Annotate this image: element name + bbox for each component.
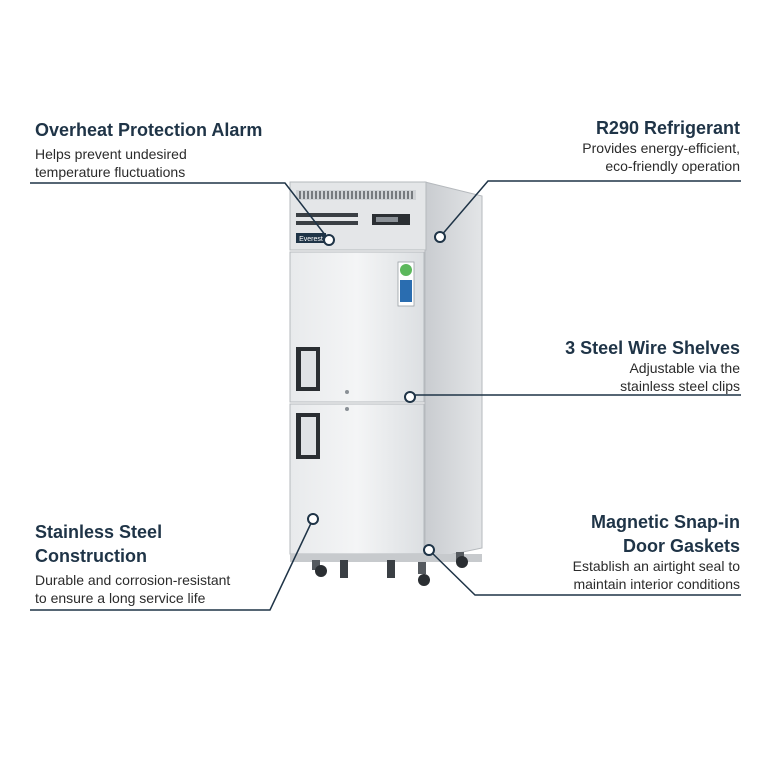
feature-desc-shelves: Adjustable via the stainless steel clips [620,359,740,395]
feature-desc-gaskets: Establish an airtight seal to maintain i… [573,557,740,593]
feature-desc-line: to ensure a long service life [35,590,206,606]
feature-title-line: Construction [35,546,147,566]
header-vent [296,190,416,225]
leader-lines [30,180,741,611]
feature-desc-line: stainless steel clips [620,378,740,394]
feature-desc-line: maintain interior conditions [573,576,740,592]
feature-desc-construction: Durable and corrosion-resistant to ensur… [35,571,230,607]
feature-title-construction: Stainless Steel Construction [35,520,162,568]
callout-dots [307,231,446,556]
fridge-base [290,554,482,562]
callout-dot-gaskets [423,544,435,556]
feature-desc-line: temperature fluctuations [35,164,186,180]
callout-dot-construction [307,513,319,525]
feature-desc-line: Adjustable via the [629,360,740,376]
energy-label [397,261,415,307]
feature-desc-line: Durable and corrosion-resistant [35,572,231,588]
feature-desc-line: Provides energy-efficient, [582,140,740,156]
feature-title-line: Door Gaskets [622,536,740,556]
fridge-side-panel [424,181,483,561]
feature-title-line: Magnetic Snap-in [590,512,740,532]
feature-desc-line: Helps prevent undesired [35,146,187,162]
feature-desc-refrigerant: Provides energy-efficient, eco-friendly … [582,139,740,175]
feature-title-refrigerant: R290 Refrigerant [595,118,740,138]
callout-dot-shelves [404,391,416,403]
callout-dot-alarm [323,234,335,246]
feature-desc-alarm: Helps prevent undesired temperature fluc… [35,145,187,181]
caster-wheels [312,552,468,586]
callout-dot-refrigerant [434,231,446,243]
feature-desc-line: eco-friendly operation [605,158,740,174]
feature-title-shelves: 3 Steel Wire Shelves [565,338,740,358]
feature-title-gaskets: Magnetic Snap-in Door Gaskets [591,510,740,558]
feature-desc-line: Establish an airtight seal to [572,558,740,574]
feature-title-line: Stainless Steel [35,522,163,542]
feature-title-alarm: Overheat Protection Alarm [35,120,263,140]
brand-logo-text: Everest [299,236,323,243]
brand-logo [296,233,326,243]
